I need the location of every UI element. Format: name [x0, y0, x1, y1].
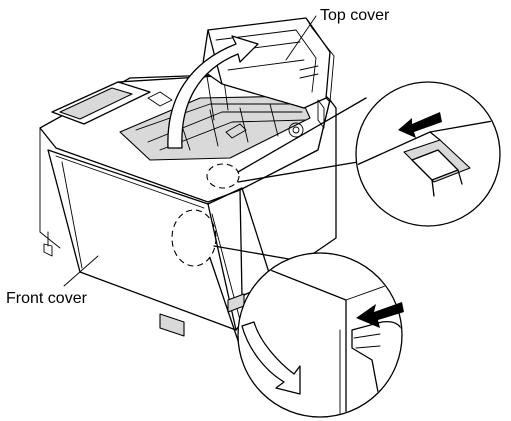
detail-callout-latch [206, 81, 501, 227]
label-top-cover: Top cover [285, 7, 390, 61]
front-cover-label: Front cover [6, 290, 88, 307]
press-arrow-icon [356, 302, 404, 328]
highlight-handle-dashed-ellipse [171, 209, 217, 267]
front-cover[interactable] [43, 149, 273, 337]
highlight-latch-dashed-ellipse [206, 163, 240, 189]
label-front-cover: Front cover [6, 255, 99, 307]
open-arrow-top [167, 35, 259, 149]
slide-arrow-icon [398, 112, 442, 138]
top-cover-label: Top cover [320, 7, 390, 24]
